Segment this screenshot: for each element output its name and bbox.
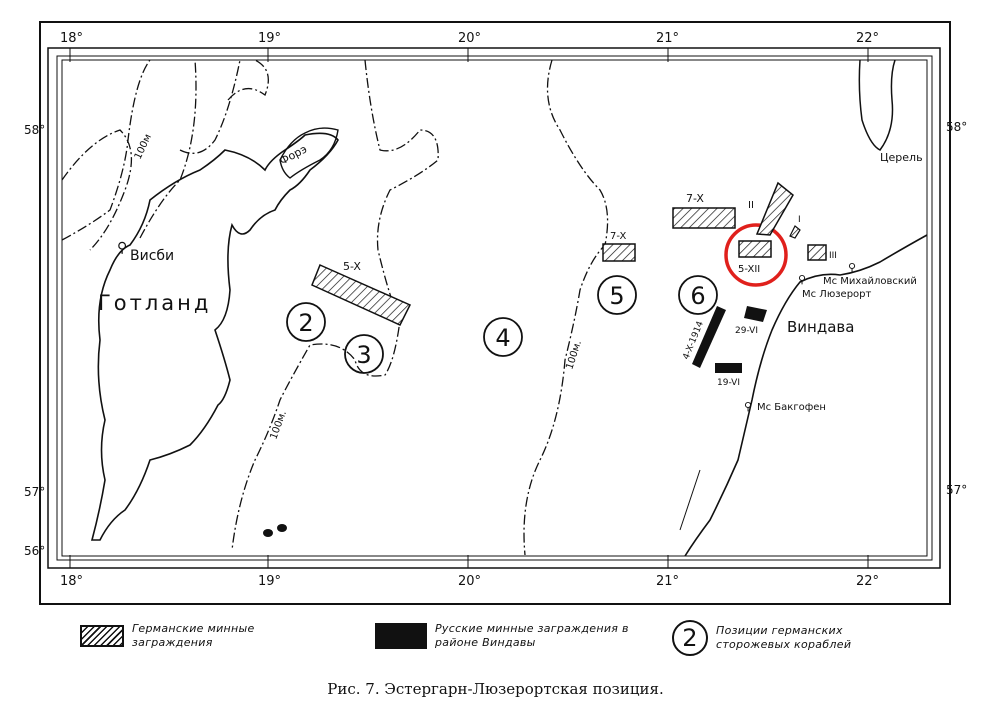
lon-label: 18° [60, 31, 83, 46]
depth-contour-100m [61, 59, 609, 556]
figure-caption: Рис. 7. Эстергарн-Люзерортская позиция. [327, 680, 664, 698]
lat-label: 58° [24, 123, 45, 137]
lat-label: 58° [946, 120, 967, 134]
svg-text:III: III [829, 251, 837, 261]
svg-text:5-XII: 5-XII [738, 264, 760, 275]
lighthouse-icon: ⚲ [798, 273, 806, 286]
highlight-circle [724, 223, 788, 287]
legend-patrol-positions: 2 Позиции германских сторожевых кораблей [672, 620, 856, 656]
gotland-label: Готланд [98, 291, 211, 315]
svg-text:II: II [748, 200, 754, 211]
patrol-position-3: 3 [344, 334, 384, 374]
legend-label: Германские минные заграждения [132, 622, 255, 649]
svg-text:2: 2 [298, 309, 313, 337]
legend-label: Русские минные заграждения в районе Винд… [435, 622, 629, 649]
position-circle-icon: 2 [672, 620, 708, 656]
map: 18° 19° 20° 21° 22° 18° 19° 20° 21° 22° … [24, 21, 967, 605]
bakgofen-label: Мс Бакгофен [757, 402, 826, 413]
lon-label: 22° [856, 574, 879, 589]
svg-text:19-VI: 19-VI [717, 378, 740, 388]
lat-label: 56° [24, 544, 45, 558]
luserort-label: Мс Люзерорт [802, 289, 872, 300]
lon-label: 22° [856, 31, 879, 46]
svg-text:I: I [798, 215, 801, 225]
german-minefield-iii: III [807, 244, 837, 261]
german-minefield-ii: II [748, 181, 794, 236]
svg-text:5: 5 [609, 282, 624, 310]
legend-german-minefields: Германские минные заграждения [80, 622, 272, 650]
patrol-position-5: 5 [597, 275, 637, 315]
german-minefield-i: I [789, 215, 801, 239]
hatch-swatch-icon [80, 625, 124, 647]
frame-ticks [69, 48, 869, 568]
lighthouse-icon: ⚲ [744, 400, 752, 413]
svg-text:5-X: 5-X [343, 260, 361, 273]
depth-label: 100м. [268, 409, 289, 441]
svg-text:7-X: 7-X [610, 231, 626, 242]
tserel-island [858, 59, 896, 151]
lighthouse-icon: ⚲ [117, 240, 127, 256]
russian-minefield-4-x-1914: 4-X-1914 [682, 306, 726, 368]
vindava-label: Виндава [787, 318, 854, 336]
german-minefield-7-x-west: 7-X [602, 231, 636, 262]
patrol-position-6: 6 [678, 275, 718, 315]
svg-text:4: 4 [495, 324, 510, 352]
lon-label: 20° [458, 31, 481, 46]
patrol-position-4: 4 [483, 317, 523, 357]
german-minefield-7-x: 7-X [672, 192, 736, 229]
lon-label: 19° [258, 31, 281, 46]
solid-swatch-icon [375, 623, 427, 649]
lat-label: 57° [24, 485, 45, 499]
svg-text:29-VI: 29-VI [735, 326, 758, 336]
patrol-position-2: 2 [286, 302, 326, 342]
legend-russian-minefields: Русские минные заграждения в районе Винд… [375, 622, 635, 650]
german-minefield-5-xii: 5-XII [738, 240, 772, 275]
lon-label: 20° [458, 574, 481, 589]
courland-coast [684, 234, 928, 557]
lon-label: 21° [656, 31, 679, 46]
svg-text:7-X: 7-X [686, 192, 704, 205]
lon-label: 21° [656, 574, 679, 589]
svg-text:3: 3 [356, 341, 371, 369]
lon-label: 18° [60, 574, 83, 589]
map-frame [39, 21, 951, 605]
depth-label: 100м [133, 132, 154, 161]
visby-label: Висби [130, 248, 174, 264]
svg-text:6: 6 [690, 282, 705, 310]
lighthouse-icon: ⚲ [848, 261, 856, 274]
russian-minefield-19-vi: 19-VI [715, 363, 742, 388]
mikhailovsky-label: Мс Михайловский [823, 276, 917, 287]
legend-label: Позиции германских сторожевых кораблей [716, 624, 852, 651]
lat-label: 57° [946, 483, 967, 497]
faro-label: Форэ [277, 142, 309, 167]
faro-island [279, 127, 339, 179]
depth-label: 100м. [564, 339, 584, 371]
lon-label: 19° [258, 574, 281, 589]
tserel-label: Церель [880, 151, 923, 164]
russian-minefield-29-vi: 29-VI [735, 306, 767, 336]
german-minefield-5-x: 5-X [311, 260, 412, 326]
